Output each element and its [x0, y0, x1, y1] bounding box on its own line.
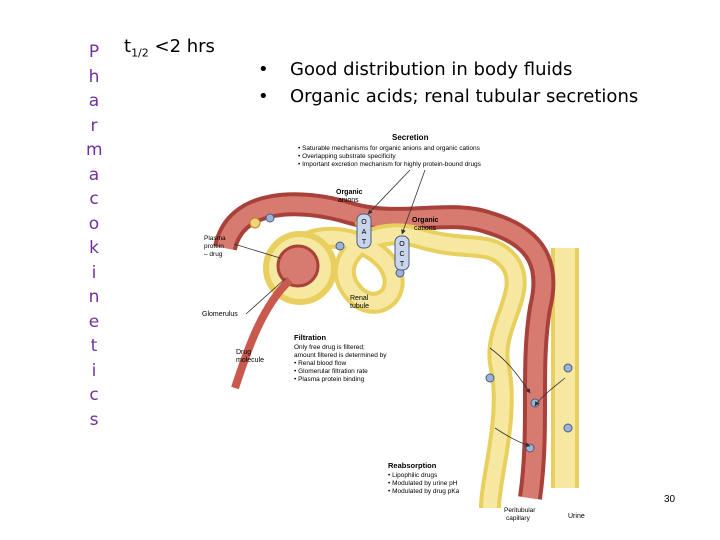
oat-letter: O: [361, 219, 367, 226]
oct-transporter: [394, 235, 410, 271]
nephron-diagram: O A T O C T Secretion • Saturable mechan…: [202, 133, 585, 522]
half-life-subscript: 1/2: [131, 46, 149, 60]
reabsorption-heading: Reabsorption: [388, 461, 437, 470]
title-letter: t: [90, 336, 98, 356]
title-letter: a: [88, 164, 100, 185]
renal-tubule-label: Renal: [350, 295, 369, 302]
organic-cations-label: cations: [414, 225, 437, 232]
title-letter: k: [89, 238, 99, 258]
reabsorption-item: • Modulated by drug pKa: [388, 488, 460, 495]
bullet-item: Organic acids; renal tubular secretions: [256, 83, 638, 110]
organic-cations-label: Organic: [412, 217, 439, 224]
title-letter: n: [88, 287, 100, 307]
drug-molecule-label: Drug: [236, 349, 251, 356]
half-life-value: <2 hrs: [148, 36, 215, 57]
organic-anions-label: Organic: [336, 189, 363, 196]
slide-number: 30: [664, 494, 676, 505]
title-letter: c: [89, 189, 99, 209]
oat-letter: A: [362, 229, 367, 236]
drug-molecule-label: molecule: [236, 357, 264, 364]
drug-particle: [265, 213, 275, 223]
renal-tubule-lumen: [302, 227, 523, 509]
title-letter: a: [88, 91, 100, 111]
protein-particle: [249, 217, 261, 229]
reabsorption-arrow: [534, 377, 566, 407]
afferent-arteriole: [231, 277, 293, 390]
reabsorption-arrow: [489, 347, 531, 394]
title-letter: h: [88, 66, 100, 87]
bullet-item: Good distribution in body fluids: [256, 56, 638, 83]
filtration-heading: Filtration: [294, 333, 326, 342]
urine-label: Urine: [568, 513, 585, 520]
oat-transporter: [356, 213, 372, 249]
title-letter: o: [88, 213, 100, 234]
reabsorption-item: • Lipophilic drugs: [388, 472, 438, 479]
title-letter: r: [90, 115, 98, 136]
oct-letter: O: [399, 241, 405, 248]
half-life-base: t: [124, 36, 132, 57]
oct-letter: C: [399, 251, 404, 258]
bullet-list: Good distribution in body fluids Organic…: [256, 56, 638, 110]
title-letter: e: [88, 311, 100, 332]
oat-letter: T: [362, 239, 367, 246]
drug-particle: [563, 363, 573, 373]
plasma-protein-drug-label: Plasma: [204, 235, 226, 242]
filtration-item: amount filtered is determined by: [294, 352, 387, 359]
half-life-label: t1/2 <2 hrs: [124, 36, 215, 60]
title-letter: i: [91, 262, 97, 283]
title-letter: P: [88, 42, 100, 62]
title-letter: i: [91, 360, 97, 381]
filtration-item: • Renal blood flow: [294, 360, 346, 367]
title-letter: m: [86, 140, 103, 160]
reabsorption-item: • Modulated by urine pH: [388, 480, 458, 487]
glomerulus-tuft: [276, 244, 320, 288]
title-letter: s: [89, 409, 99, 430]
oct-letter: T: [400, 261, 405, 268]
filtration-item: Only free drug is filtered;: [294, 344, 365, 351]
drug-particle: [563, 423, 573, 433]
peritubular-capillary-label: capillary: [506, 515, 531, 522]
secretion-arrow: [367, 169, 411, 215]
glomerulus-pointer: [245, 277, 287, 315]
title-letter: c: [89, 385, 99, 405]
plasma-protein-pointer: [233, 243, 281, 259]
peritubular-capillary-lumen: [217, 196, 552, 500]
plasma-protein-drug-label: protein: [204, 243, 224, 250]
peritubular-capillary-label: Peritubular: [504, 507, 536, 514]
plasma-protein-drug-label: – drug: [204, 251, 223, 258]
secretion-heading: Secretion: [392, 133, 429, 142]
filtration-item: • Plasma protein binding: [294, 376, 365, 383]
secretion-arrow: [401, 169, 426, 235]
reabsorption-arrow: [494, 427, 531, 448]
organic-anions-label: anions: [338, 197, 359, 204]
secretion-item: • Saturable mechanisms for organic anion…: [298, 145, 481, 152]
secretion-item: • Overlapping substrate specificity: [298, 153, 396, 160]
drug-particle: [485, 373, 495, 383]
drug-particle: [335, 241, 345, 251]
secretion-item: • Important excretion mechanism for high…: [298, 161, 482, 168]
glomerulus-label: Glomerulus: [202, 311, 238, 318]
filtration-item: • Glomerular filtration rate: [294, 368, 368, 375]
renal-tubule-label: tubule: [350, 303, 369, 310]
vertical-title: P h a r m a c o k i n e t i c s: [86, 40, 103, 432]
